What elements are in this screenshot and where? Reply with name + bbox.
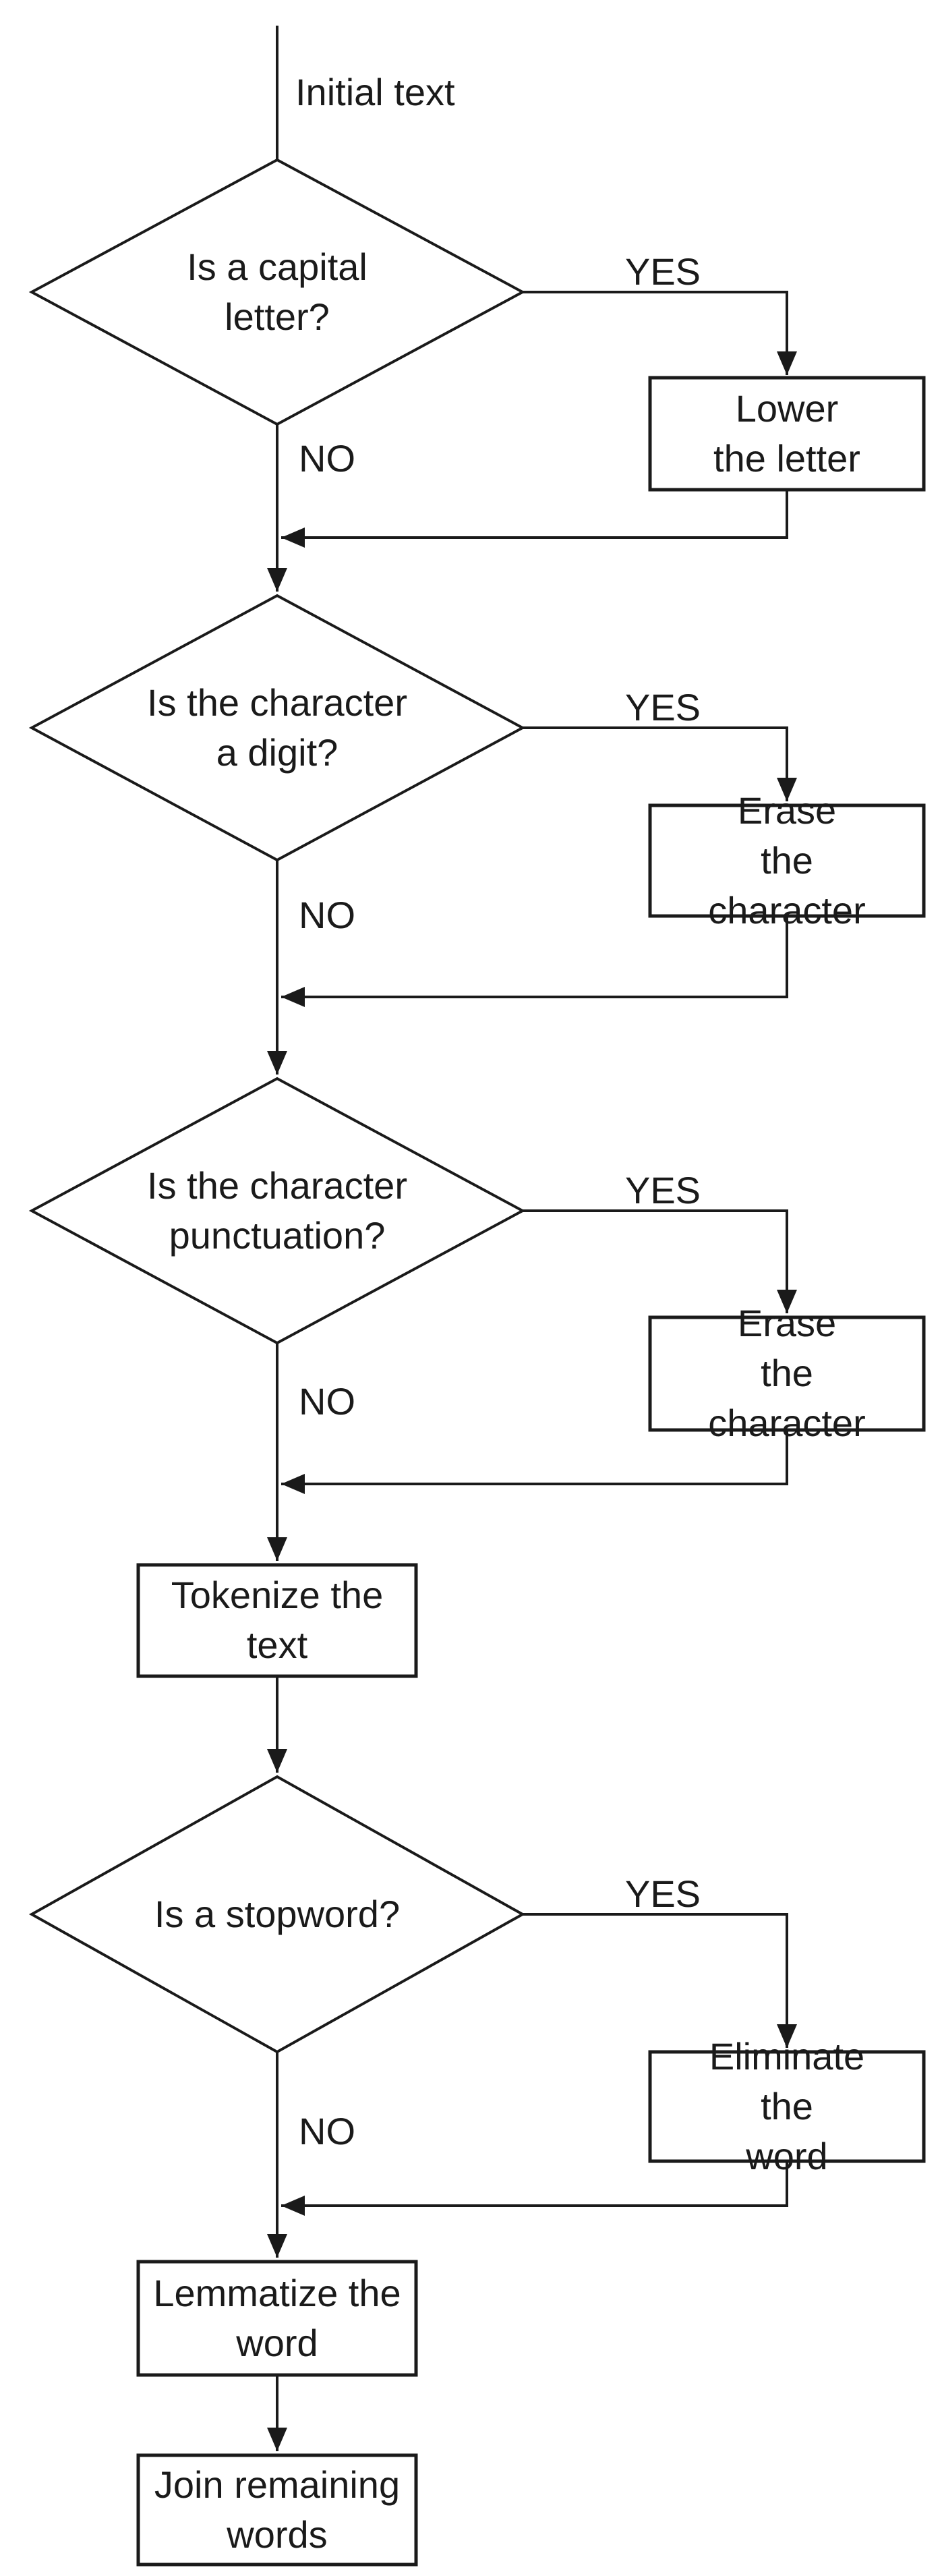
stopword-yes-label: YES <box>624 1872 701 1916</box>
capital-no-label: NO <box>299 437 355 480</box>
process-erase-punctuation-shape <box>648 1315 926 1432</box>
stopword-no-label: NO <box>299 2110 355 2153</box>
process-lemmatize-shape <box>136 2260 418 2377</box>
edge-stopword-yes <box>523 1913 797 2048</box>
process-lower-letter-shape <box>648 376 926 492</box>
decision-stopword-shape <box>28 1775 526 2054</box>
punctuation-yes-label: YES <box>624 1169 701 1212</box>
process-lemmatize-label: Lemmatize the word <box>153 2272 401 2364</box>
start-label: Initial text <box>295 71 455 113</box>
decision-capital-letter-shape <box>28 158 526 426</box>
process-join-words-label: Join remaining words <box>154 2463 401 2556</box>
capital-yes-label: YES <box>624 250 701 293</box>
process-erase-digit-shape <box>648 803 926 918</box>
decision-punctuation-label: Is the character punctuation? <box>147 1164 407 1257</box>
edge-erase-punctuation-merge <box>281 1430 788 1494</box>
process-erase-digit-label: Erase the character <box>708 789 866 932</box>
decision-capital-letter-label: Is a capital letter? <box>187 246 367 338</box>
edge-eliminate-merge <box>281 2161 788 2216</box>
process-tokenize-shape <box>136 1563 418 1678</box>
punctuation-no-label: NO <box>299 1380 355 1423</box>
edge-digit-yes <box>523 726 797 801</box>
digit-no-label: NO <box>299 894 355 937</box>
process-lower-letter-label: Lower the letter <box>713 387 860 480</box>
process-tokenize-label: Tokenize the text <box>171 1574 384 1666</box>
process-eliminate-word-shape <box>648 2050 926 2163</box>
edge-lower-merge <box>281 490 788 548</box>
decision-digit-label: Is the character a digit? <box>147 681 407 774</box>
process-erase-punctuation-label: Erase the character <box>708 1302 866 1444</box>
process-join-words-shape <box>136 2453 418 2567</box>
decision-digit-shape <box>28 594 526 862</box>
decision-punctuation-shape <box>28 1077 526 1345</box>
decision-stopword-label: Is a stopword? <box>154 1893 401 1936</box>
edge-punctuation-yes <box>523 1209 797 1313</box>
process-eliminate-word-label: Eliminate the word <box>709 2035 865 2177</box>
edge-capital-yes <box>523 291 797 375</box>
edge-erase-digit-merge <box>281 916 788 1007</box>
digit-yes-label: YES <box>624 686 701 729</box>
